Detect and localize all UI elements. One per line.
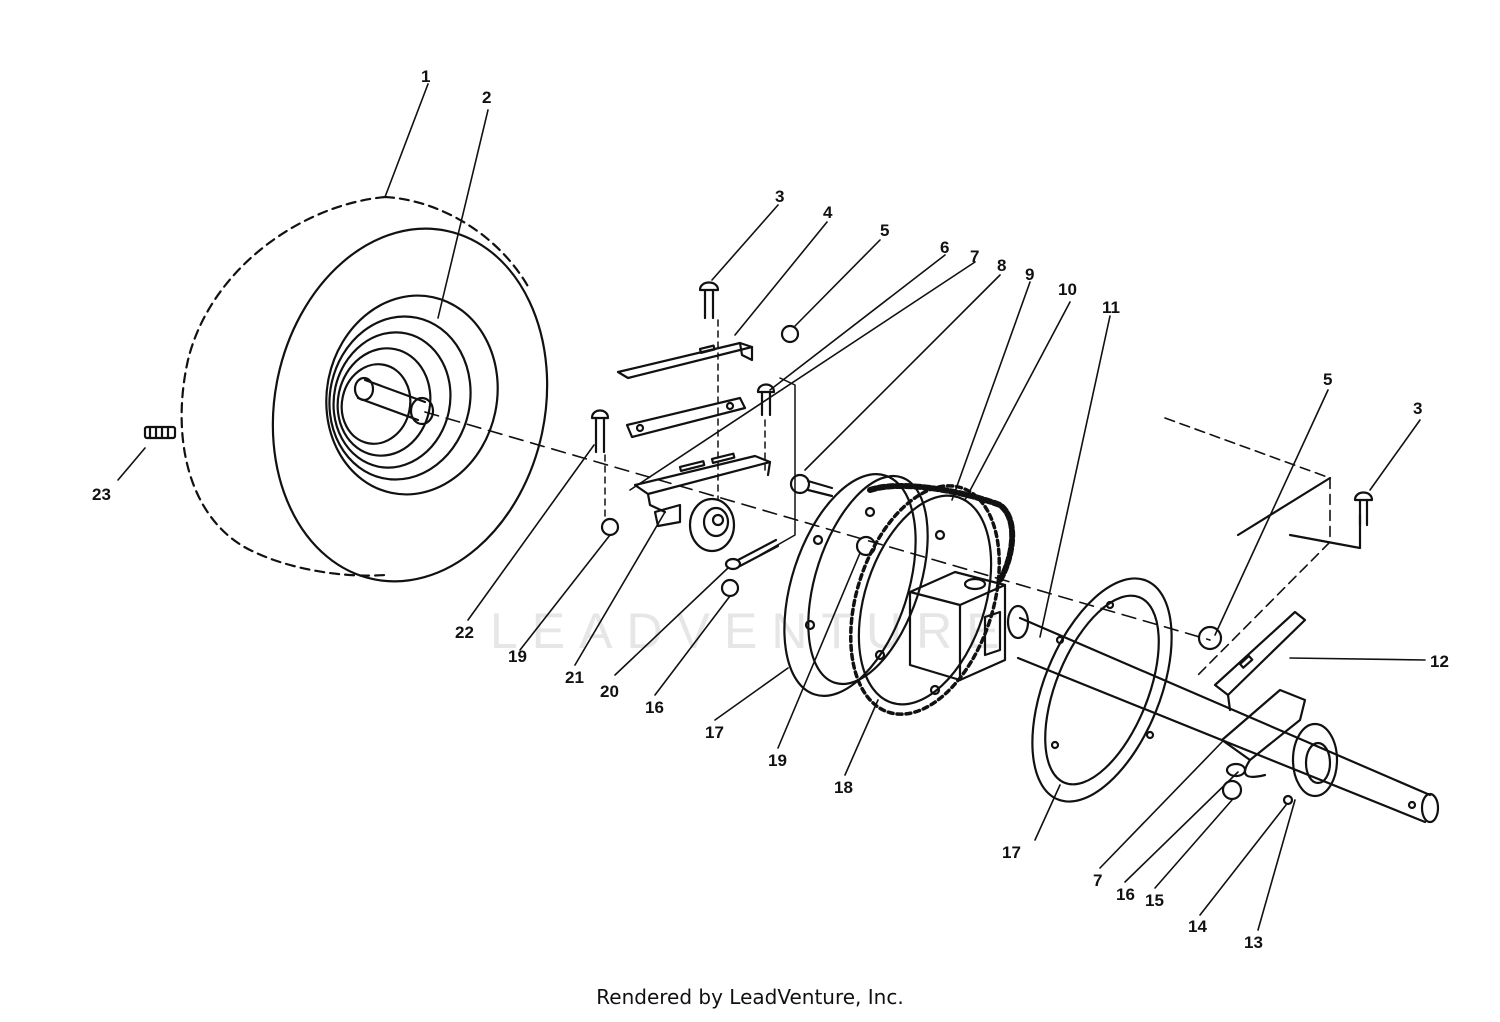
brake-flange [783,473,929,697]
setscrew-14 [1282,794,1294,806]
callout-label: 17 [1002,843,1021,862]
callout-label: 23 [92,485,111,504]
callout-label: 21 [565,668,584,687]
bearing-bracket [1213,610,1307,712]
frame-panel [1164,417,1362,676]
callout-label: 3 [775,187,784,206]
bolt-22 [590,409,610,454]
callout-label: 1 [421,67,430,86]
callout-label: 4 [823,203,833,222]
callout-label: 5 [1323,370,1332,389]
callout-label: 6 [940,238,949,257]
callout-label: 2 [482,88,491,107]
callout-label: 9 [1025,265,1034,284]
callout-labels: 1 2 3 4 5 6 7 8 9 10 11 3 5 12 13 14 15 … [92,67,1449,952]
carriage-bolt-right [1353,491,1374,527]
callout-label: 16 [1116,885,1135,904]
callout-label: 11 [1102,298,1120,317]
callout-label: 10 [1058,280,1077,299]
sprocket [849,484,1001,716]
watermark-text: LEADVENTURE [490,603,1014,659]
leader-lines [117,83,1426,931]
callout-label: 22 [455,623,474,642]
callout-label: 5 [880,221,889,240]
washer-16-right [1225,762,1247,778]
callout-label: 20 [600,682,619,701]
bolt-8 [789,473,834,498]
tire-wheel [180,195,549,583]
axle-shaft [1016,616,1440,824]
nut-5-right [1197,625,1223,651]
bolt-20 [736,538,780,568]
washer-20 [724,557,742,571]
callout-label: 19 [508,647,527,666]
callout-label: 18 [834,778,853,797]
wear-plate [625,396,747,439]
nut-15 [1221,779,1243,801]
idler-bracket [633,452,772,528]
carriage-bolt-top [698,281,720,320]
callout-label: 17 [705,723,724,742]
callout-label: 7 [1093,871,1102,890]
idler-pulley [688,497,736,553]
callout-label: 7 [970,247,979,266]
axis-centerline [424,411,1211,641]
nut-19-left [600,517,620,537]
flange-ring [1031,577,1173,803]
drive-chain [867,483,1016,583]
callout-label: 3 [1413,399,1422,418]
callout-label: 13 [1244,933,1263,952]
callout-label: 14 [1188,917,1207,936]
nut-19-sprocket [855,535,877,557]
bearing-housing [1220,688,1339,798]
callout-label: 16 [645,698,664,717]
callout-label: 15 [1145,891,1164,910]
callout-label: 19 [768,751,787,770]
angle-bracket [616,341,754,380]
nut-16-left [720,578,740,598]
lug-bolt [143,425,177,440]
nut-upper [780,324,800,344]
gear-box [908,570,1030,682]
callout-label: 12 [1430,652,1449,671]
footer-credit: Rendered by LeadVenture, Inc. [596,985,904,1009]
callout-label: 8 [997,256,1006,275]
